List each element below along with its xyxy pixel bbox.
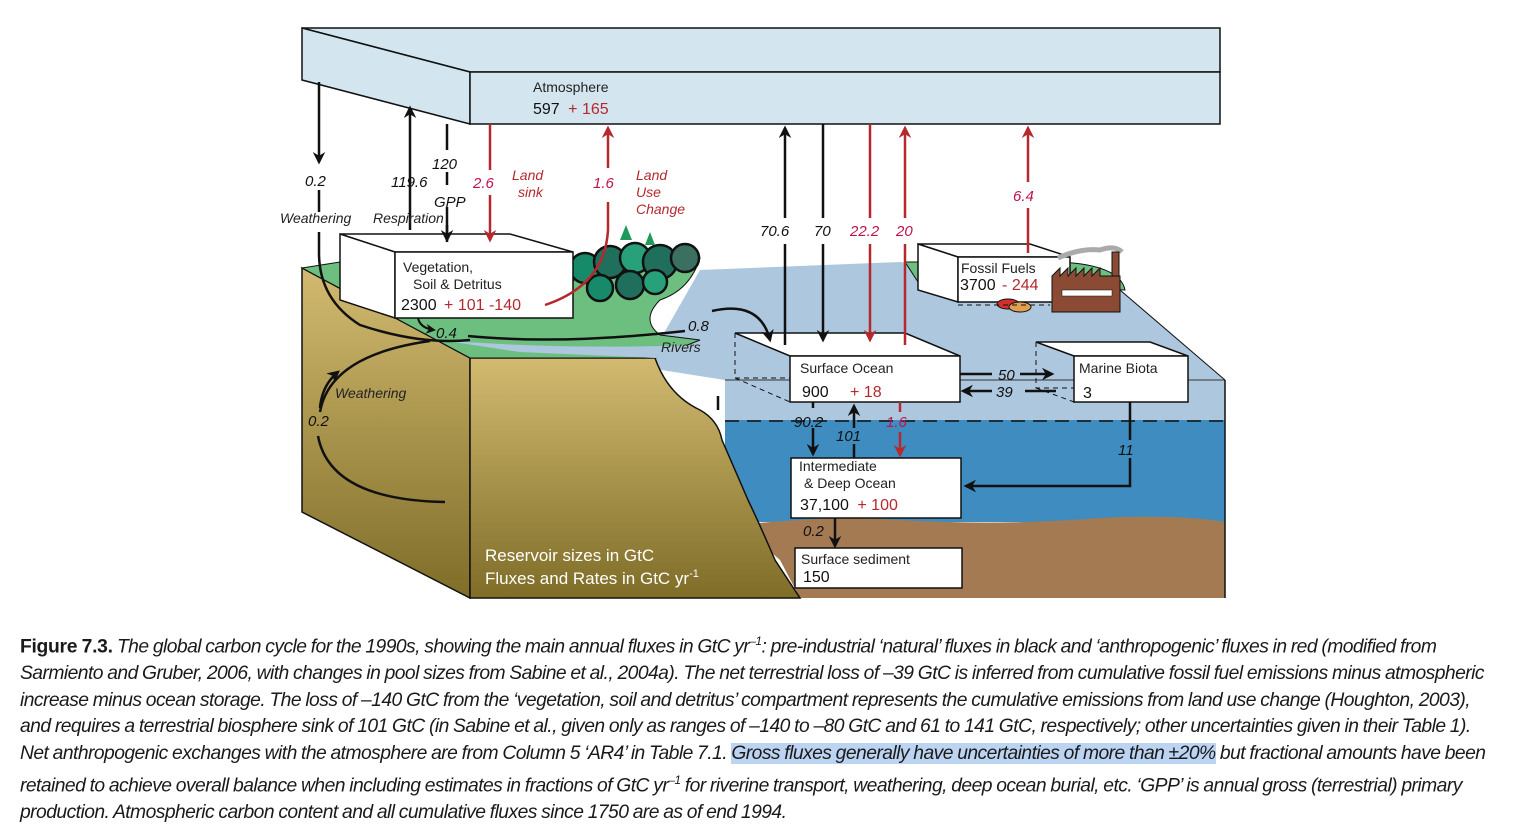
- flux-value-surface-to-deep-anthro: 1.6: [886, 414, 908, 431]
- fossil-fuels-change-value: - 244: [1002, 277, 1039, 294]
- caption-text-2: : pre-industrial ‘natural’ fluxes in bla…: [20, 636, 1484, 764]
- flux-value-atm-to-ocean-natural: 70: [814, 223, 831, 240]
- atmosphere-change-value: + 165: [568, 101, 609, 118]
- svg-text:37,100 + 100: 37,100 + 100: [800, 497, 898, 514]
- flux-value-ocean-to-atm-natural: 70.6: [760, 223, 790, 240]
- vegetation-base-value: 2300: [401, 297, 437, 314]
- figure-caption: Figure 7.3. The global carbon cycle for …: [20, 628, 1498, 827]
- factory-icon: [1051, 245, 1124, 313]
- flux-value-land-sink: 2.6: [472, 175, 495, 192]
- flux-label-rivers: Rivers: [661, 339, 701, 355]
- marine-biota-label: Marine Biota: [1079, 360, 1158, 376]
- flux-value-burial: 0.2: [803, 523, 825, 540]
- caption-superscript-2: –1: [668, 773, 681, 788]
- flux-value-land-use-change: 1.6: [593, 175, 615, 192]
- flux-value-veg-to-rivers: 0.4: [436, 325, 457, 342]
- caption-superscript-1: –1: [749, 634, 762, 648]
- legend-line-reservoirs: Reservoir sizes in GtC: [485, 546, 654, 565]
- flux-value-rivers: 0.8: [688, 318, 710, 335]
- surface-ocean-label: Surface Ocean: [800, 360, 893, 376]
- svg-text:2300 + 101 -140: 2300 + 101 -140: [401, 297, 521, 314]
- flux-value-biota-to-surface: 39: [996, 384, 1013, 401]
- flux-label-weathering-atm: Weathering: [280, 210, 352, 226]
- flux-label-respiration: Respiration: [373, 210, 444, 226]
- flux-value-weathering-atm: 0.2: [305, 173, 327, 190]
- figure-number: Figure 7.3.: [20, 636, 113, 658]
- flux-label-land-sink-1: Land: [512, 167, 544, 183]
- carbon-cycle-diagram: Atmosphere 597 + 165 Vegetation, Soil & …: [280, 27, 1226, 600]
- flux-arrow-veg-to-rivers: [417, 317, 436, 334]
- vegetation-reservoir: Vegetation, Soil & Detritus 2300 + 101 -…: [339, 232, 574, 320]
- flux-value-fossil-emissions: 6.4: [1013, 188, 1034, 205]
- atmosphere-front-face: [469, 71, 1221, 125]
- flux-arrow-rock-weathering: [318, 339, 431, 413]
- flux-value-atm-to-ocean-anthro: 22.2: [849, 223, 880, 240]
- caption-text-3: but fractional amounts have been retaine…: [20, 742, 1486, 797]
- fossil-fuels-base-value: 3700: [960, 277, 996, 294]
- flux-value-gpp: 120: [432, 156, 458, 173]
- caption-text-1: The global carbon cycle for the 1990s, s…: [112, 636, 750, 658]
- flux-arrow-rivers: [467, 329, 686, 341]
- flux-arrow-biota-to-deep: [966, 402, 1132, 486]
- legend-superscript: -1: [689, 568, 699, 580]
- flux-value-deep-to-surface: 101: [836, 428, 861, 445]
- surface-ocean-base-value: 900: [802, 384, 829, 401]
- surface-sediment-reservoir: Surface sediment 150: [794, 547, 963, 589]
- caption-text-4: for riverine transport, weathering, deep…: [20, 775, 1462, 824]
- marine-biota-base-value: 3: [1083, 385, 1092, 402]
- surface-sediment-label: Surface sediment: [801, 551, 910, 567]
- vegetation-label-line2: Soil & Detritus: [413, 276, 502, 292]
- fossil-fuels-reservoir: Fossil Fuels 3700 - 244: [917, 242, 1124, 313]
- deep-ocean-base-value: 37,100: [800, 497, 849, 514]
- deep-ocean-reservoir: Intermediate & Deep Ocean 37,100 + 100: [790, 457, 962, 519]
- flux-labels: 0.2 Weathering 119.6 Respiration 120 GPP…: [280, 156, 1134, 540]
- flux-label-gpp: GPP: [434, 194, 466, 211]
- caption-highlighted-text[interactable]: Gross fluxes generally have uncertaintie…: [731, 742, 1216, 764]
- deep-ocean-label-line1: Intermediate: [799, 458, 877, 474]
- flux-value-surface-to-deep: 90.2: [794, 414, 824, 431]
- flux-value-ocean-to-atm-anthro: 20: [895, 223, 913, 240]
- svg-text:597 + 165: 597 + 165: [533, 101, 609, 118]
- flux-value-respiration: 119.6: [391, 174, 428, 191]
- flux-value-surface-to-biota: 50: [998, 367, 1015, 384]
- surface-sediment-base-value: 150: [803, 569, 830, 586]
- river-channel: [440, 340, 720, 358]
- atmosphere-base-value: 597: [533, 101, 560, 118]
- surface-ocean-change-value: + 18: [850, 384, 882, 401]
- svg-text:Fluxes and Rates in GtC yr-1: Fluxes and Rates in GtC yr-1: [485, 568, 699, 588]
- flux-label-land-sink-2: sink: [518, 184, 544, 200]
- svg-text:3700 - 244: 3700 - 244: [960, 277, 1039, 294]
- flux-arrows: [312, 82, 1132, 549]
- marine-biota-reservoir: Marine Biota 3: [1035, 341, 1189, 403]
- units-legend: Reservoir sizes in GtC Fluxes and Rates …: [485, 546, 699, 588]
- flux-label-rock-weathering: Weathering: [335, 385, 407, 401]
- atmosphere-reservoir: Atmosphere 597 + 165: [301, 27, 1221, 125]
- flux-label-luc-2: Use: [636, 184, 661, 200]
- vegetation-label-line1: Vegetation,: [403, 259, 473, 275]
- flux-value-rock-weathering: 0.2: [308, 413, 330, 430]
- flux-arrow-land-use-change: [544, 202, 610, 307]
- flux-label-luc-1: Land: [636, 167, 668, 183]
- flux-label-luc-3: Change: [636, 201, 685, 217]
- atmosphere-label: Atmosphere: [533, 79, 609, 95]
- legend-line-fluxes: Fluxes and Rates in GtC yr: [485, 569, 689, 588]
- fossil-fuels-label: Fossil Fuels: [961, 260, 1036, 276]
- land-front-face: [469, 357, 802, 599]
- flux-value-biota-to-deep: 11: [1118, 442, 1134, 459]
- deep-ocean-change-value: + 100: [857, 497, 898, 514]
- vegetation-change-value: + 101 -140: [444, 297, 521, 314]
- deep-ocean-label-line2: & Deep Ocean: [804, 475, 896, 491]
